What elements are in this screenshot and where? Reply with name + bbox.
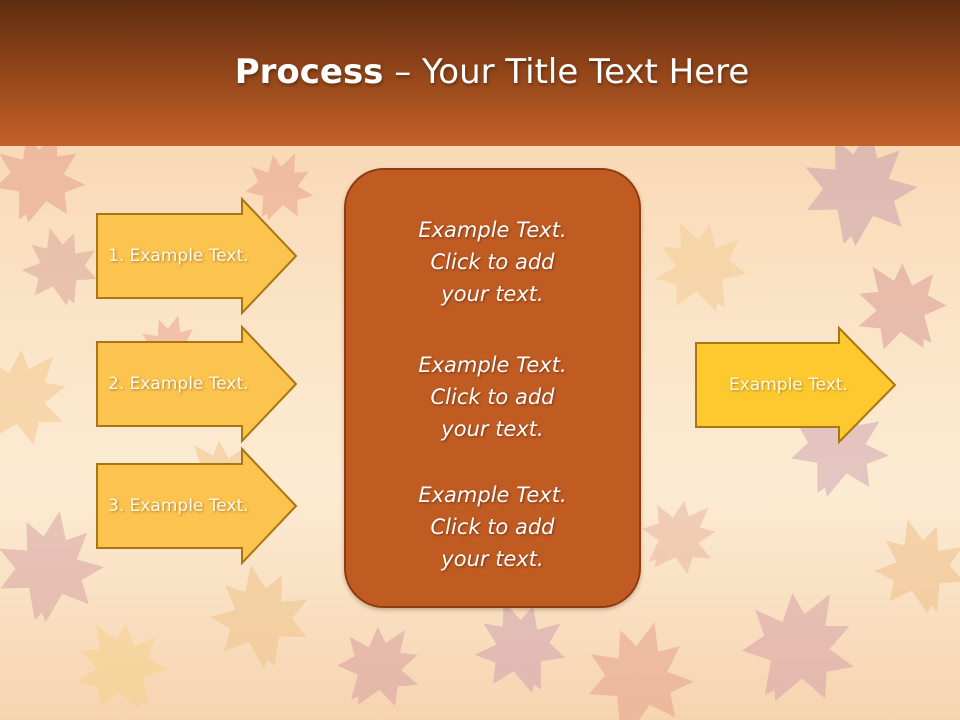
title-bar bbox=[0, 0, 960, 146]
center-content-box[interactable]: Example Text. Click to add your text. Ex… bbox=[344, 168, 641, 608]
arrow-label: 2. Example Text. bbox=[108, 374, 249, 394]
text-block-1: Example Text. Click to add your text. bbox=[346, 214, 639, 310]
arrow-label: Example Text. bbox=[729, 375, 848, 395]
arrow-shape bbox=[96, 196, 298, 316]
text-line: Click to add bbox=[430, 515, 555, 539]
text-block-3: Example Text. Click to add your text. bbox=[346, 479, 639, 575]
title-bold: Process bbox=[234, 52, 384, 92]
text-line: Click to add bbox=[430, 250, 555, 274]
arrow-shape bbox=[96, 324, 298, 444]
arrow-label: 3. Example Text. bbox=[108, 496, 249, 516]
slide-title[interactable]: Process – Your Title Text Here bbox=[0, 52, 960, 92]
process-step-arrow-2[interactable]: 2. Example Text. bbox=[96, 324, 298, 444]
text-line: your text. bbox=[441, 547, 544, 571]
text-line: Click to add bbox=[430, 385, 555, 409]
output-arrow[interactable]: Example Text. bbox=[695, 325, 897, 445]
text-line: your text. bbox=[441, 282, 544, 306]
arrow-shape bbox=[695, 325, 897, 445]
arrow-label: 1. Example Text. bbox=[108, 246, 249, 266]
text-block-2: Example Text. Click to add your text. bbox=[346, 349, 639, 445]
arrow-shape bbox=[96, 446, 298, 566]
text-line: Example Text. bbox=[418, 218, 567, 242]
process-step-arrow-1[interactable]: 1. Example Text. bbox=[96, 196, 298, 316]
title-rest: – Your Title Text Here bbox=[383, 52, 750, 92]
text-line: Example Text. bbox=[418, 483, 567, 507]
text-line: your text. bbox=[441, 417, 544, 441]
process-step-arrow-3[interactable]: 3. Example Text. bbox=[96, 446, 298, 566]
text-line: Example Text. bbox=[418, 353, 567, 377]
